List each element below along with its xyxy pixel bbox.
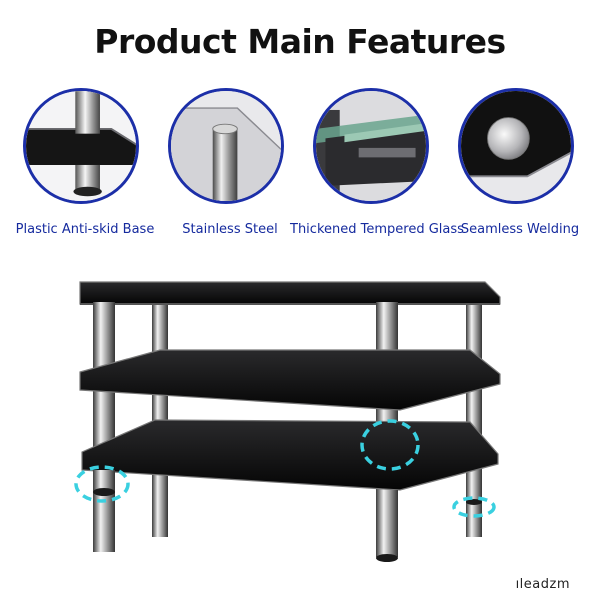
feature-label: Plastic Anti-skid Base	[15, 222, 155, 237]
feature-seamless-welding: Seamless Welding	[445, 88, 595, 248]
tempered-glass-icon	[313, 88, 429, 204]
feature-stainless-steel: Stainless Steel	[155, 88, 305, 248]
page-title: Product Main Features	[94, 22, 506, 61]
feature-tempered-glass: Thickened Tempered Glass	[290, 88, 464, 248]
feature-label: Seamless Welding	[460, 222, 580, 237]
feature-label: Thickened Tempered Glass	[290, 222, 464, 237]
feature-label: Stainless Steel	[182, 222, 278, 237]
tv-stand-illustration	[0, 262, 600, 582]
seamless-weld-icon	[458, 88, 574, 204]
brand-logo: ıleadzm	[515, 577, 570, 592]
feature-plastic-base: Plastic Anti-skid Base	[10, 88, 160, 248]
plastic-base-icon	[23, 88, 139, 204]
steel-tube-icon	[168, 88, 284, 204]
